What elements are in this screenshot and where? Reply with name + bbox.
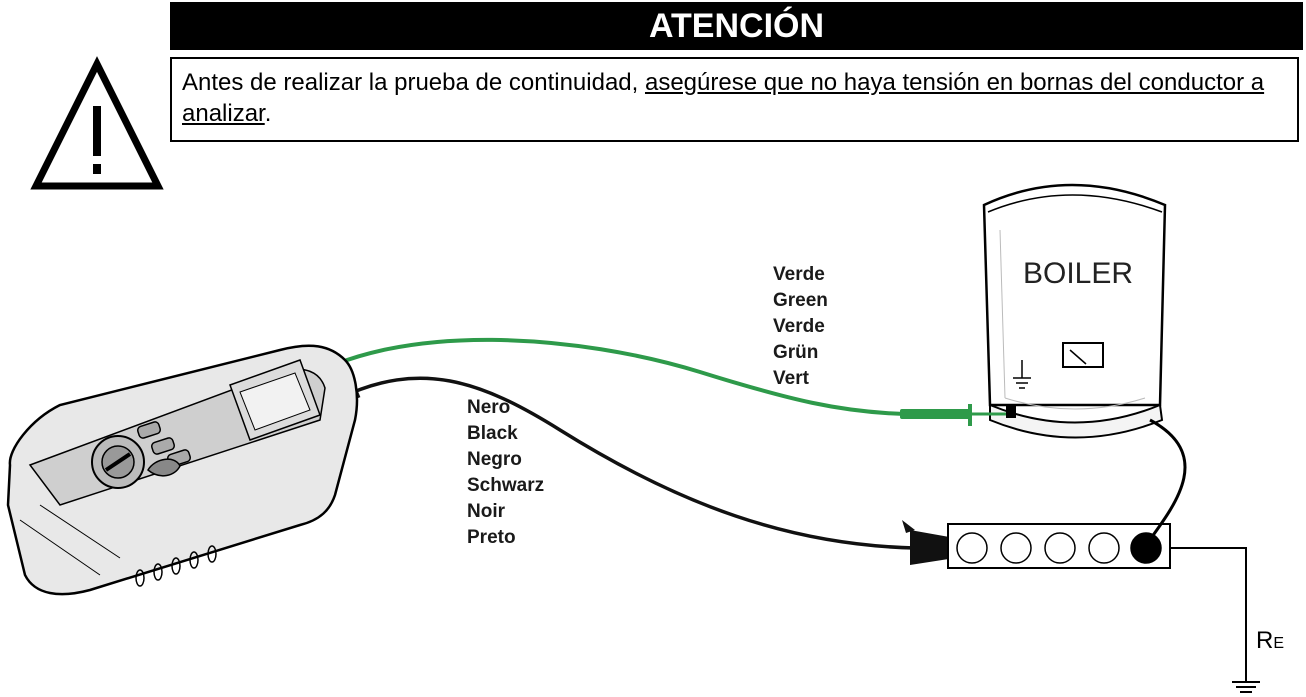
boiler-label: BOILER — [1023, 257, 1133, 290]
tester-instrument — [6, 344, 359, 596]
black-lead-labels: Nero Black Negro Schwarz Noir Preto — [467, 397, 544, 548]
warning-message-intro: Antes de realizar la prueba de continuid… — [182, 69, 645, 96]
earth-electrode-wire — [1170, 547, 1260, 693]
attention-banner: ATENCIÓN — [170, 2, 1303, 50]
warning-message-underlined: asegúrese que no haya tensión en bornas … — [182, 69, 1265, 128]
boiler-ground-icon — [1013, 360, 1031, 389]
black-label-de: Schwarz — [467, 475, 544, 496]
warning-triangle-icon — [30, 56, 165, 196]
warning-message-end: . — [264, 100, 272, 128]
black-label-it: Nero — [467, 397, 510, 418]
green-label-fr: Vert — [773, 368, 810, 389]
green-test-lead — [298, 337, 1006, 426]
boiler: BOILER — [982, 183, 1167, 439]
boiler-terminal — [1006, 404, 1016, 418]
warning-message-box: Antes de realizar la prueba de continuid… — [170, 57, 1299, 142]
boiler-earth-wire — [1144, 418, 1187, 546]
black-label-es: Negro — [467, 449, 522, 470]
black-label-pt: Preto — [467, 527, 516, 548]
black-label-en: Black — [467, 423, 518, 444]
green-label-it: Verde — [773, 264, 825, 285]
green-label-es: Verde — [773, 316, 825, 337]
black-label-fr: Noir — [467, 501, 506, 522]
green-label-de: Grün — [773, 342, 818, 363]
green-lead-labels: Verde Green Verde Grün Vert — [773, 264, 828, 389]
earth-busbar — [947, 523, 1171, 569]
banner-title: ATENCIÓN — [648, 6, 825, 45]
green-label-en: Green — [773, 290, 828, 311]
continuity-test-diagram: BOILER — [6, 183, 1284, 693]
gauge-icon — [1062, 342, 1104, 368]
black-test-lead — [333, 376, 966, 565]
earth-resistance-label: RE — [1256, 627, 1284, 654]
